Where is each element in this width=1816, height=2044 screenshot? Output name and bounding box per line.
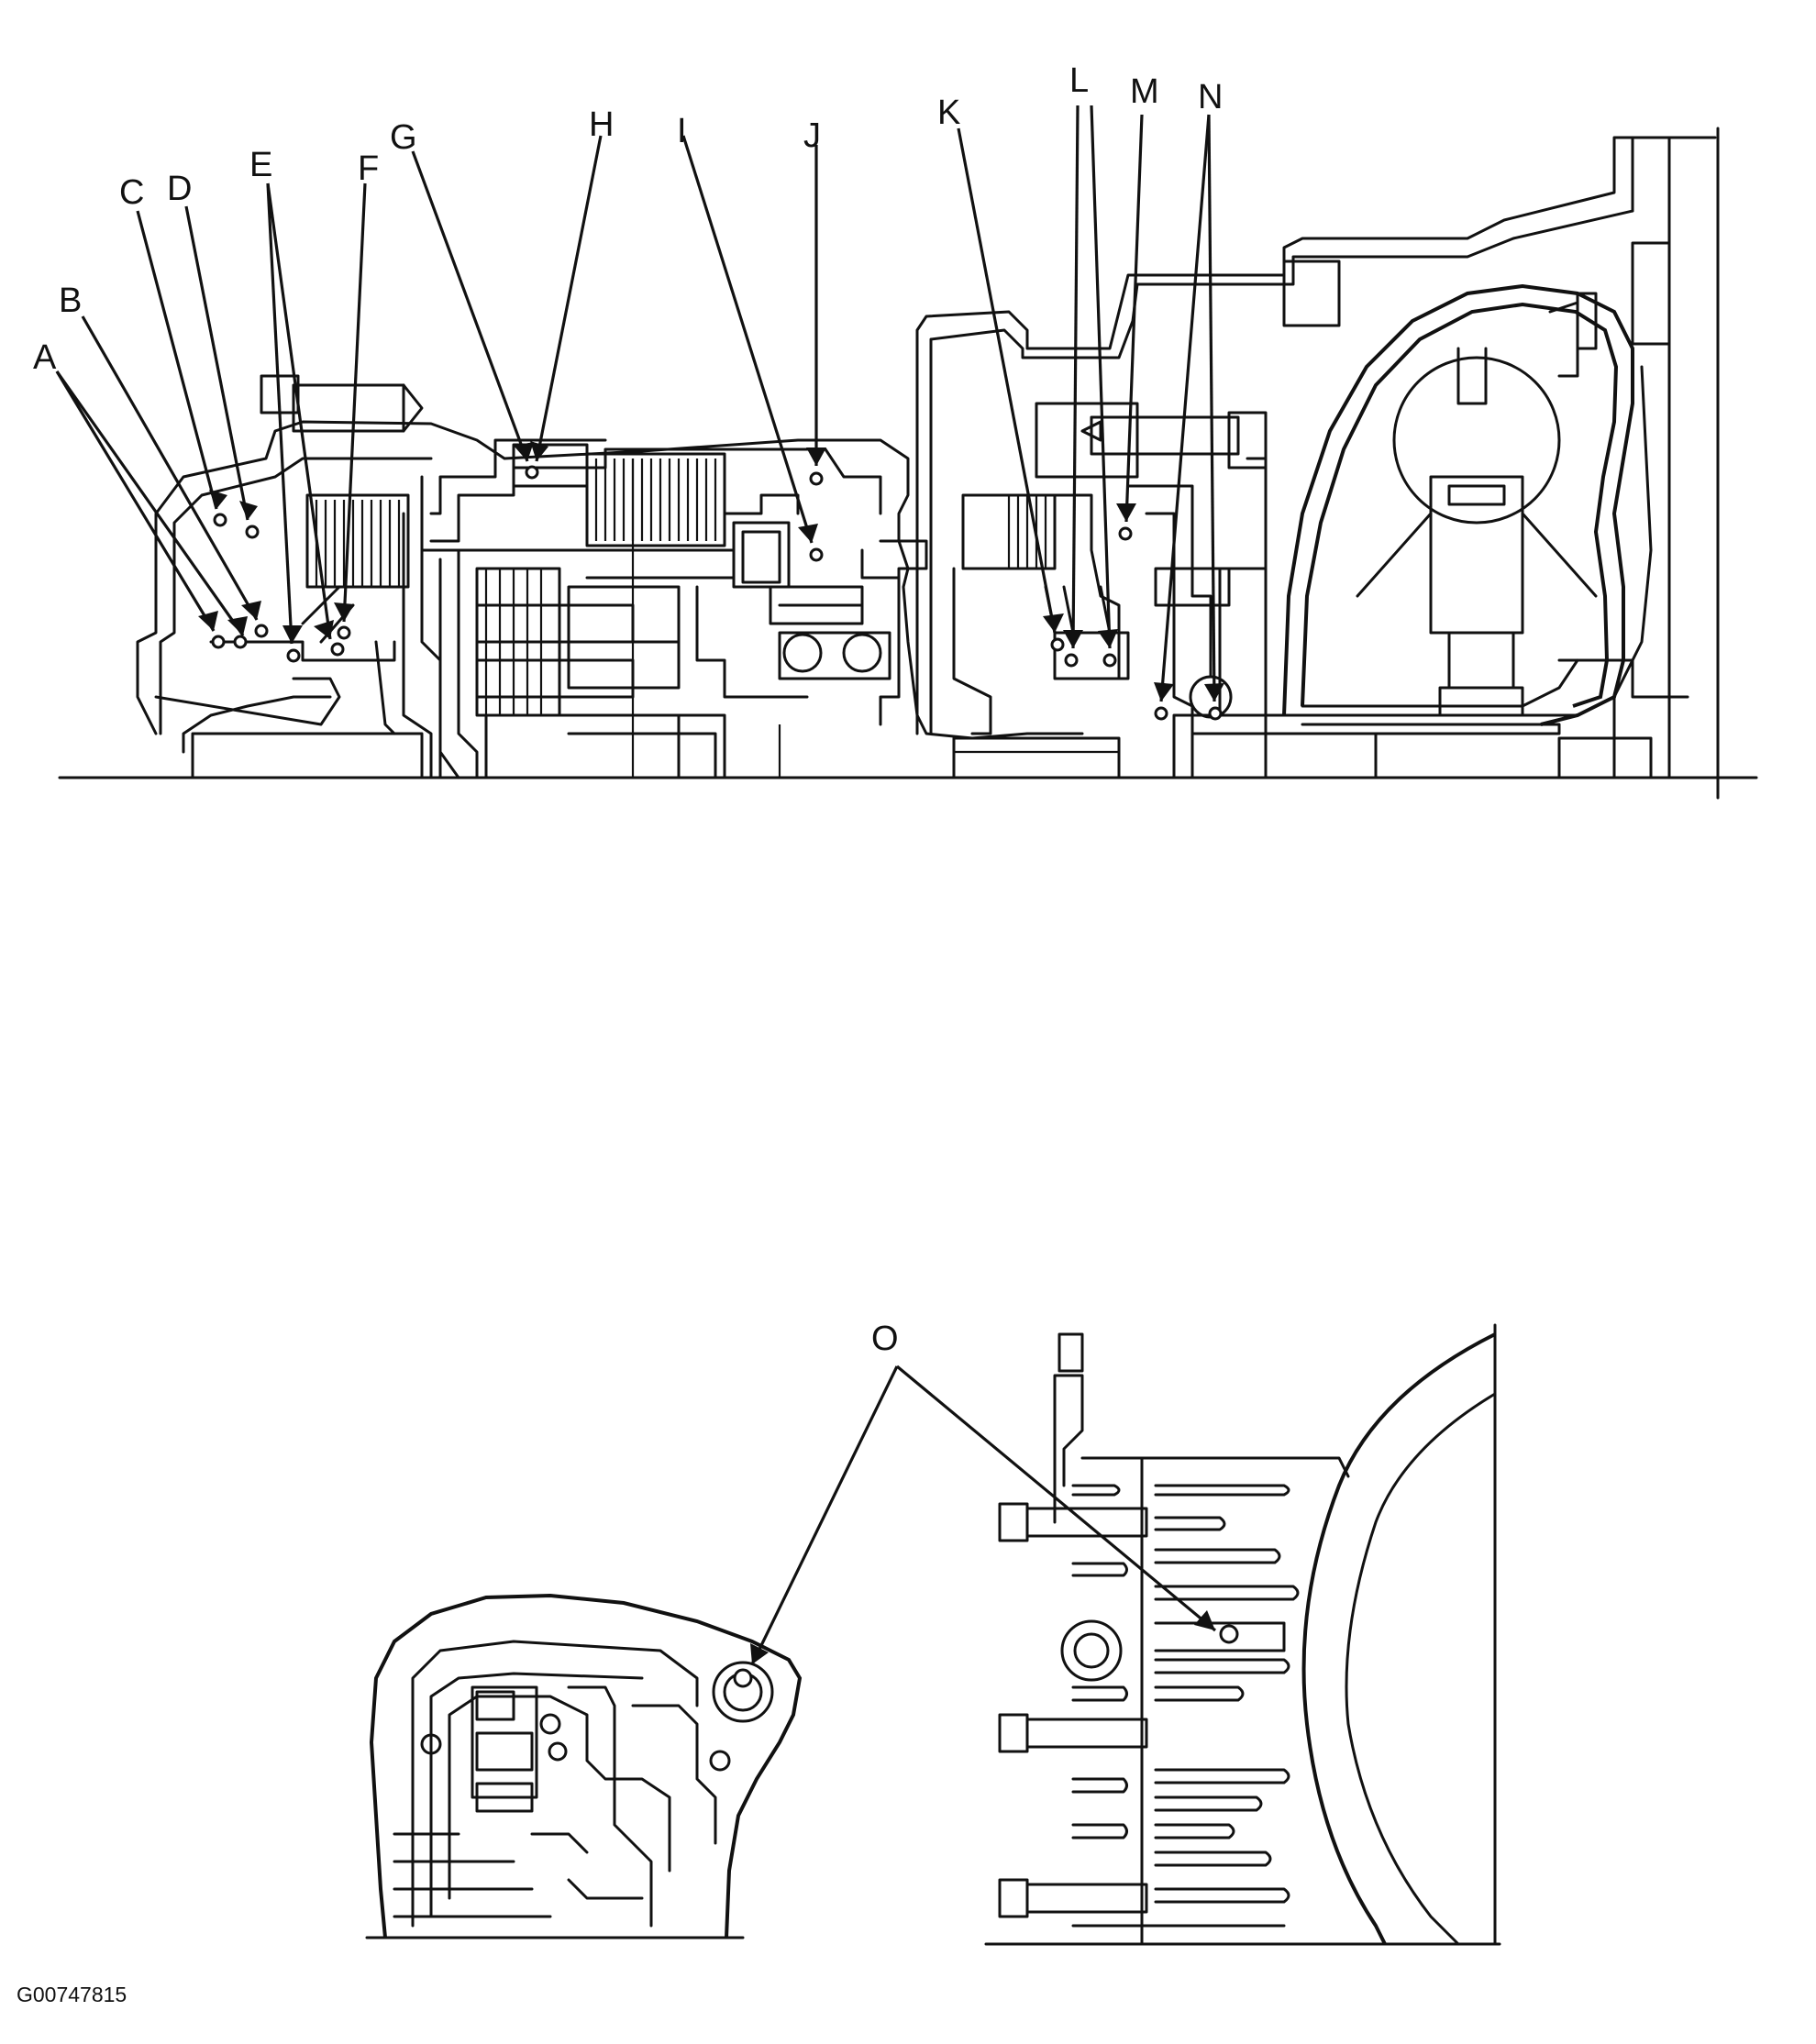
label-j: J [803,116,821,155]
label-g: G [390,118,417,157]
label-e: E [249,146,272,184]
passage-holes-top [211,465,1223,721]
label-i: I [677,112,687,150]
case-view [984,1323,1501,1946]
label-f: F [358,149,379,188]
transmission-cross-section [58,127,1758,800]
label-b: B [59,282,82,320]
callout-labels: A B C D E F G H I J K L M N O [33,61,1223,1358]
label-a: A [33,338,57,377]
label-h: H [589,105,614,144]
leader-lines-bottom [750,1365,1217,1665]
label-m: M [1130,72,1159,111]
arrowheads [198,441,1224,1664]
label-n: N [1198,78,1223,116]
figure-code: G00747815 [17,1983,127,2006]
label-k: K [937,94,960,132]
label-c: C [119,173,144,212]
label-o: O [871,1320,899,1358]
label-l: L [1069,61,1089,100]
label-d: D [167,170,192,208]
valve-body-view [365,1593,803,1939]
leader-lines-top [55,105,1216,702]
